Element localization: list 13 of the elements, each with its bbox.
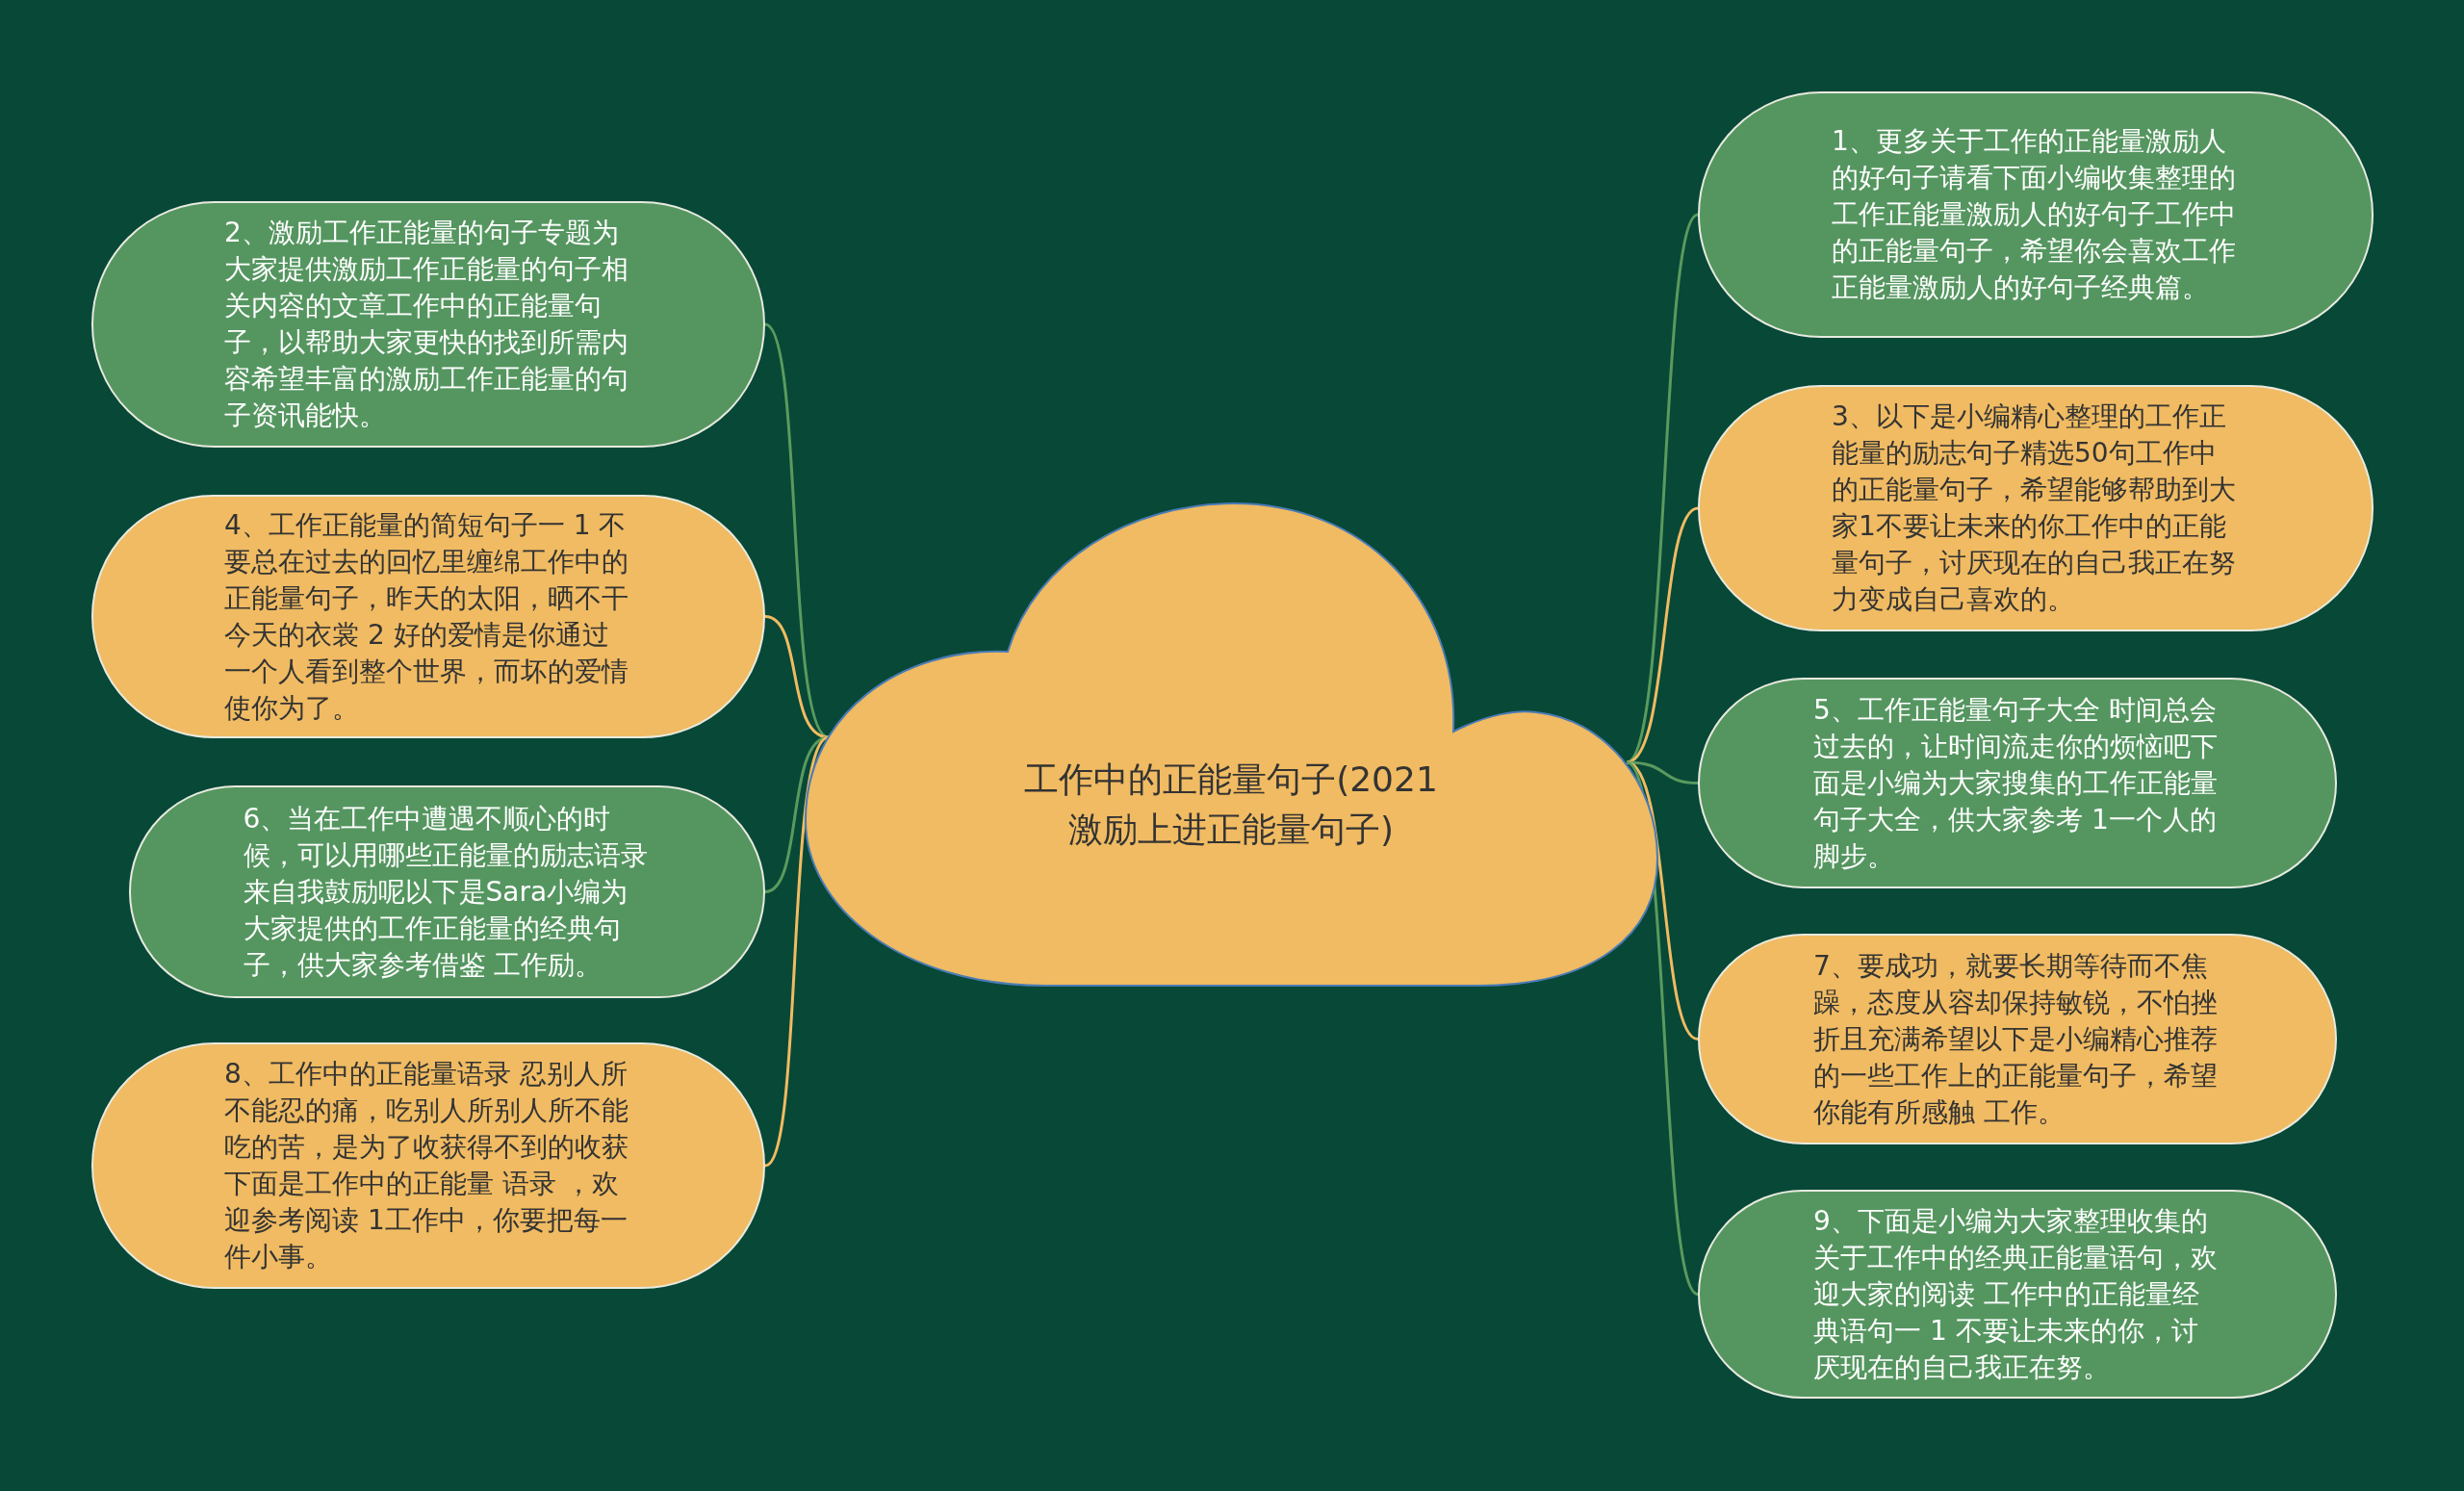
connector-line [763,735,830,1168]
sentence-text: 5、工作正能量句子大全 时间总会过去的，让时间流走你的烦恼吧下面是小编为大家搜集的工作正能量句子大全，供大家参考 1一个人的脚步。 [1813,692,2219,874]
sentence-text: 4、工作正能量的简短句子一 1 不要总在过去的回忆里缠绵工作中的正能量句子，昨天的太阳，晒不干今天的衣裳 2 好的爱情是你通过一个人看到整个世界，而坏的爱情使你为了。 [224,507,629,726]
sentence-text: 3、以下是小编精心整理的工作正能量的励志句子精选50句工作中的正能量句子，希望能够帮助到大家1不要让未来的你工作中的正能量句子，讨厌现在的自己我正在努力变成自己喜欢的。 [1832,399,2237,617]
sentence-text: 9、下面是小编为大家整理收集的关于工作中的经典正能量语句，欢迎大家的阅读 工作中的正能量经典语句一 1 不要让未来的你，讨厌现在的自己我正在努。 [1813,1203,2219,1385]
connector-line [1626,506,1699,764]
sentence-text: 1、更多关于工作的正能量激励人的好句子请看下面小编收集整理的工作正能量激励人的好句子工作中的正能量句子，希望你会喜欢工作正能量激励人的好句子经典篇。 [1832,124,2237,305]
sentence-text: 2、激励工作正能量的句子专题为大家提供激励工作正能量的句子相关内容的文章工作中的正能量句子，以帮助大家更快的找到所需内容希望丰富的激励工作正能量的句子资讯能快。 [224,216,629,433]
topic-text: 工作中的正能量句子(2021激励上进正能量句子) [1023,758,1439,851]
sentence-text: 8、工作中的正能量语录 忍别人所不能忍的痛，吃别人所别人所不能吃的苦，是为了收获得不到的收获下面是工作中的正能量 语录 ，欢迎参考阅读 1工作中，你要把每一件小事。 [224,1057,629,1274]
sentence-text: 6、当在工作中遭遇不顺心的时候，可以用哪些正能量的励志语录来自我鼓励呢以下是Sara小编为大家提供的工作正能量的经典句子，供大家参考借鉴 工作励。 [243,801,649,983]
connector-line [764,615,830,739]
sentence-text: 7、要成功，就要长期等待而不焦躁，态度从容却保持敏锐，不怕挫折且充满希望以下是小编精心推荐的一些工作上的正能量句子，希望你能有所感触 工作。 [1813,948,2219,1130]
